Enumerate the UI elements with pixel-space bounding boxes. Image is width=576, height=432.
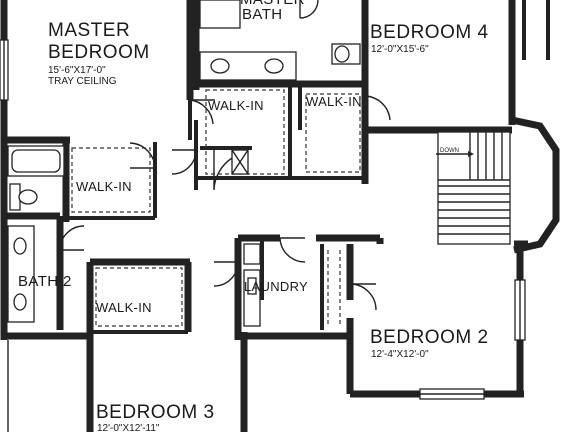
closet-lines xyxy=(71,89,361,327)
master-bedroom-label: MASTER xyxy=(48,20,130,41)
room-labels: MASTER BEDROOM 15'-6"X17'-0" TRAY CEILIN… xyxy=(18,0,489,432)
bath-2-label: BATH 2 xyxy=(18,273,72,290)
bedroom-4-label: BEDROOM 4 xyxy=(370,22,489,43)
walkin-lower-label: WALK-IN xyxy=(96,300,152,315)
fixtures xyxy=(7,0,361,327)
master-bedroom-dims: 15'-6"X17'-0" xyxy=(48,65,106,76)
bedroom-2-dims: 12'-4"X12'-0" xyxy=(371,349,429,360)
bedroom-2-label: BEDROOM 2 xyxy=(370,327,489,348)
walkin-master-2-label: WALK-IN xyxy=(306,94,362,109)
master-bath-label: MASTER xyxy=(240,0,305,8)
stairs xyxy=(436,131,511,245)
doors xyxy=(59,0,391,311)
walkin-master-1-label: WALK-IN xyxy=(208,98,264,113)
bedroom-3-dims: 12'-0"X12'-11" xyxy=(97,423,160,432)
bedroom-3-label: BEDROOM 3 xyxy=(96,402,215,423)
windows xyxy=(0,39,526,400)
master-bedroom-note: TRAY CEILING xyxy=(48,76,117,87)
bedroom-4-dims: 12'-0"X15'-6" xyxy=(371,44,429,55)
master-bedroom-label-2: BEDROOM xyxy=(48,42,150,63)
walkin-left-label: WALK-IN xyxy=(76,179,132,194)
master-bath-label-2: BATH xyxy=(242,6,283,23)
stairs-down-label: DOWN xyxy=(440,148,459,154)
laundry-label: LAUNDRY xyxy=(244,279,308,294)
